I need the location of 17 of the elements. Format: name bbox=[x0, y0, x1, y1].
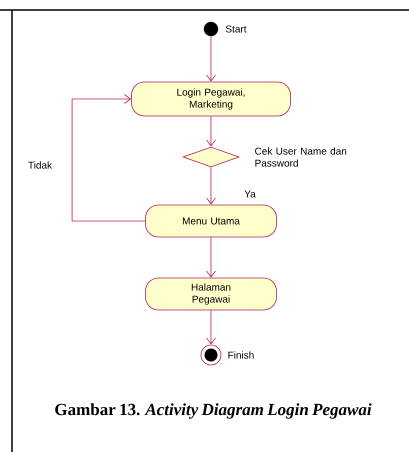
activity-box: Halaman Pegawai bbox=[145, 278, 277, 310]
node-label: Start bbox=[226, 25, 246, 33]
arrow bbox=[206, 167, 216, 205]
edge-label: Tidak bbox=[26, 160, 54, 170]
start-node bbox=[204, 22, 218, 36]
end-node bbox=[200, 344, 222, 366]
caption: Gambar 13. Activity Diagram Login Pegawai bbox=[55, 403, 372, 419]
arrow bbox=[72, 94, 146, 222]
edge-label: Ya bbox=[243, 190, 257, 198]
arrow bbox=[206, 237, 216, 278]
arrow bbox=[206, 310, 216, 345]
activity-box: Login Pegawai, Marketing bbox=[131, 82, 291, 116]
node-label: Cek User Name dan Password bbox=[255, 147, 346, 167]
activity-box: Menu Utama bbox=[145, 204, 277, 238]
arrow bbox=[206, 36, 216, 82]
arrow bbox=[206, 116, 216, 147]
node-label: Finish bbox=[228, 351, 254, 359]
